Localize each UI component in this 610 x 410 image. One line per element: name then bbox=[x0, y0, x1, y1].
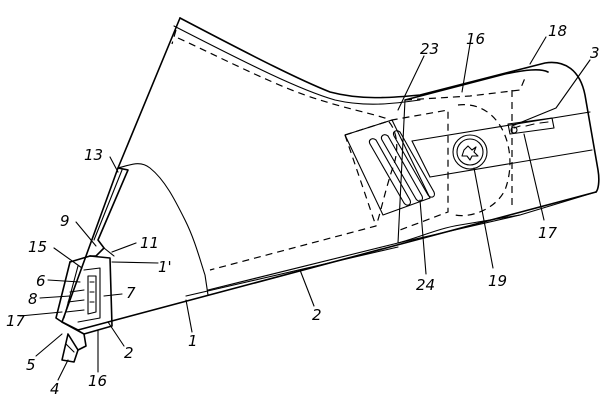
label-1: 1 bbox=[188, 332, 198, 350]
label-15: 17 bbox=[6, 312, 26, 330]
label-17: 17 bbox=[538, 224, 558, 242]
label-4: 5 bbox=[26, 356, 36, 374]
label-19: 19 bbox=[488, 272, 507, 290]
ribbed-grip bbox=[344, 119, 435, 216]
leader-lines bbox=[19, 36, 591, 381]
label-23: 23 bbox=[420, 40, 439, 58]
label-11: 15 bbox=[28, 238, 47, 256]
front-mechanism bbox=[55, 167, 129, 363]
label-2-mech: 2 bbox=[124, 344, 134, 362]
label-24: 24 bbox=[416, 276, 435, 294]
label-2-lower: 2 bbox=[312, 306, 322, 324]
housing-outline bbox=[61, 17, 600, 331]
label-3: 4 bbox=[50, 380, 60, 398]
screw-19 bbox=[452, 134, 488, 170]
label-18: 18 bbox=[548, 22, 567, 40]
label-6: 7 bbox=[126, 284, 136, 302]
label-13: 16 bbox=[88, 372, 107, 390]
label-1-prime: 1' bbox=[158, 258, 172, 276]
label-16: 16 bbox=[466, 30, 485, 48]
label-2-slot: 3 bbox=[590, 44, 600, 62]
section-break-line bbox=[117, 163, 209, 296]
slide-plate bbox=[397, 69, 593, 244]
label-9: 11 bbox=[140, 234, 159, 252]
label-7: 9 bbox=[60, 212, 70, 230]
label-5: 6 bbox=[36, 272, 46, 290]
hidden-contours bbox=[171, 29, 526, 271]
label-10: 13 bbox=[84, 146, 103, 164]
latch-slot bbox=[507, 117, 555, 135]
label-8: 8 bbox=[28, 290, 38, 308]
reference-numerals: 13 9 11 1' 15 6 8 7 17 2 16 5 4 1 2 24 1… bbox=[6, 22, 600, 398]
